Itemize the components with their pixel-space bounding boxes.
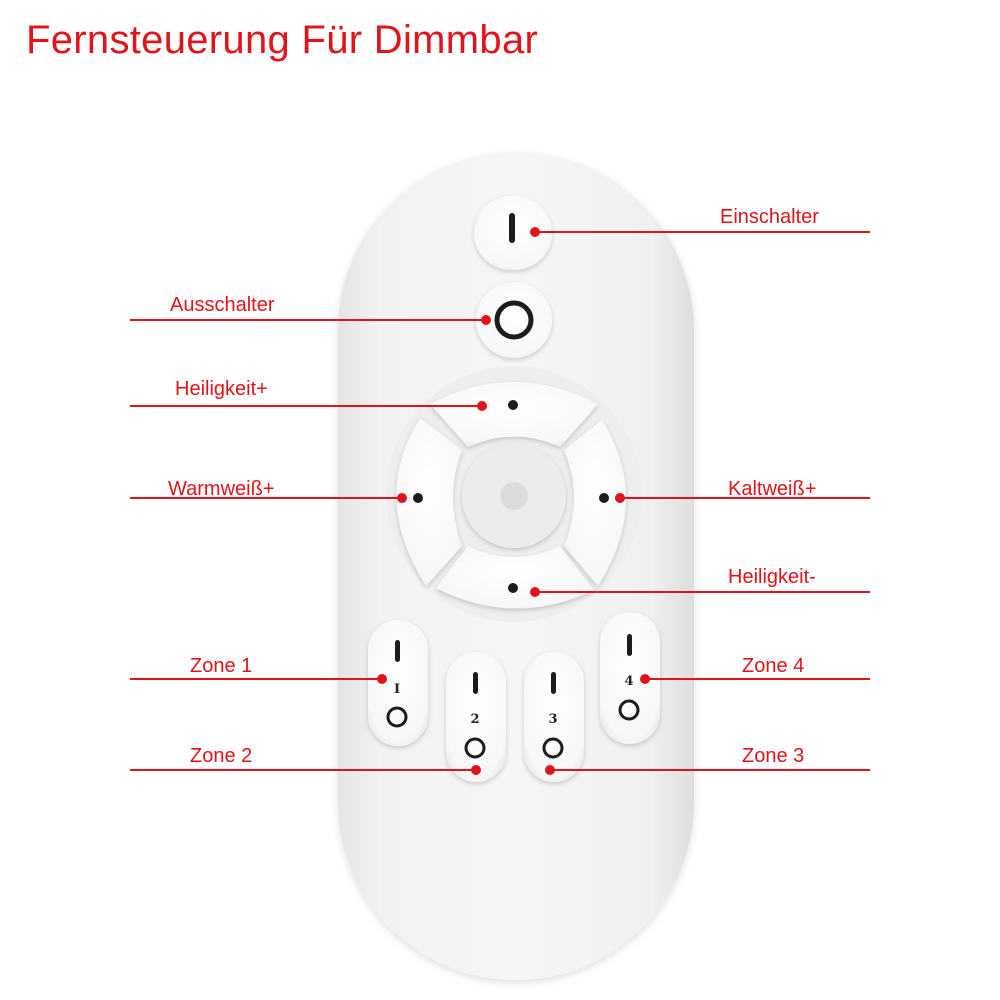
dpad-center-dot <box>500 482 528 510</box>
power-on-icon <box>509 213 515 243</box>
cold-white-icon <box>599 493 609 503</box>
zone3-off-icon <box>542 737 564 759</box>
brightness-down-icon <box>508 583 518 593</box>
page-title: Fernsteuerung Für Dimmbar <box>26 18 539 62</box>
zone4-number: 4 <box>624 674 633 689</box>
zone2-number: 2 <box>470 712 479 727</box>
label-off: Ausschalter <box>170 294 275 316</box>
label-zone3: Zone 3 <box>742 745 805 767</box>
label-zone2: Zone 2 <box>190 745 253 767</box>
cold-white-button[interactable] <box>564 420 627 586</box>
power-off-button[interactable] <box>476 282 552 358</box>
label-brightness-up: Heiligkeit+ <box>175 378 268 400</box>
callout-dot-zone1 <box>377 674 387 684</box>
callout-dot-zone2 <box>471 765 481 775</box>
zone4-button[interactable] <box>600 612 660 744</box>
label-brightness-down: Heiligkeit- <box>728 566 816 588</box>
label-zone4: Zone 4 <box>742 655 805 677</box>
callout-dot-cold-white <box>615 493 625 503</box>
zone2-on-icon <box>473 672 478 694</box>
callout-dot-zone3 <box>545 765 555 775</box>
zone4-off-icon <box>618 699 640 721</box>
power-on-button[interactable] <box>474 196 552 270</box>
zone1-on-icon <box>395 640 400 662</box>
callout-dot-warm-white <box>397 493 407 503</box>
zone1-button[interactable] <box>368 620 428 746</box>
zone2-button[interactable] <box>446 652 506 782</box>
brightness-up-button[interactable] <box>430 382 598 447</box>
callout-dot-zone4 <box>640 674 650 684</box>
warm-white-button[interactable] <box>396 418 462 586</box>
zone1-number: I <box>394 682 400 697</box>
zone3-number: 3 <box>548 712 557 727</box>
brightness-up-icon <box>508 400 518 410</box>
callout-dot-off <box>481 315 491 325</box>
label-warm-white: Warmweiß+ <box>168 478 275 500</box>
label-on: Einschalter <box>720 206 819 228</box>
callout-dot-on <box>530 227 540 237</box>
zone3-button[interactable] <box>524 652 584 782</box>
callout-dot-brightness-up <box>477 401 487 411</box>
warm-white-icon <box>413 493 423 503</box>
label-zone1: Zone 1 <box>190 655 253 677</box>
label-cold-white: Kaltweiß+ <box>728 478 817 500</box>
zone3-on-icon <box>551 672 556 694</box>
zone2-off-icon <box>464 737 486 759</box>
zone1-off-icon <box>386 706 408 728</box>
zone4-on-icon <box>627 634 632 656</box>
power-off-icon <box>494 300 534 340</box>
callout-dot-brightness-down <box>530 587 540 597</box>
dpad <box>396 382 627 609</box>
